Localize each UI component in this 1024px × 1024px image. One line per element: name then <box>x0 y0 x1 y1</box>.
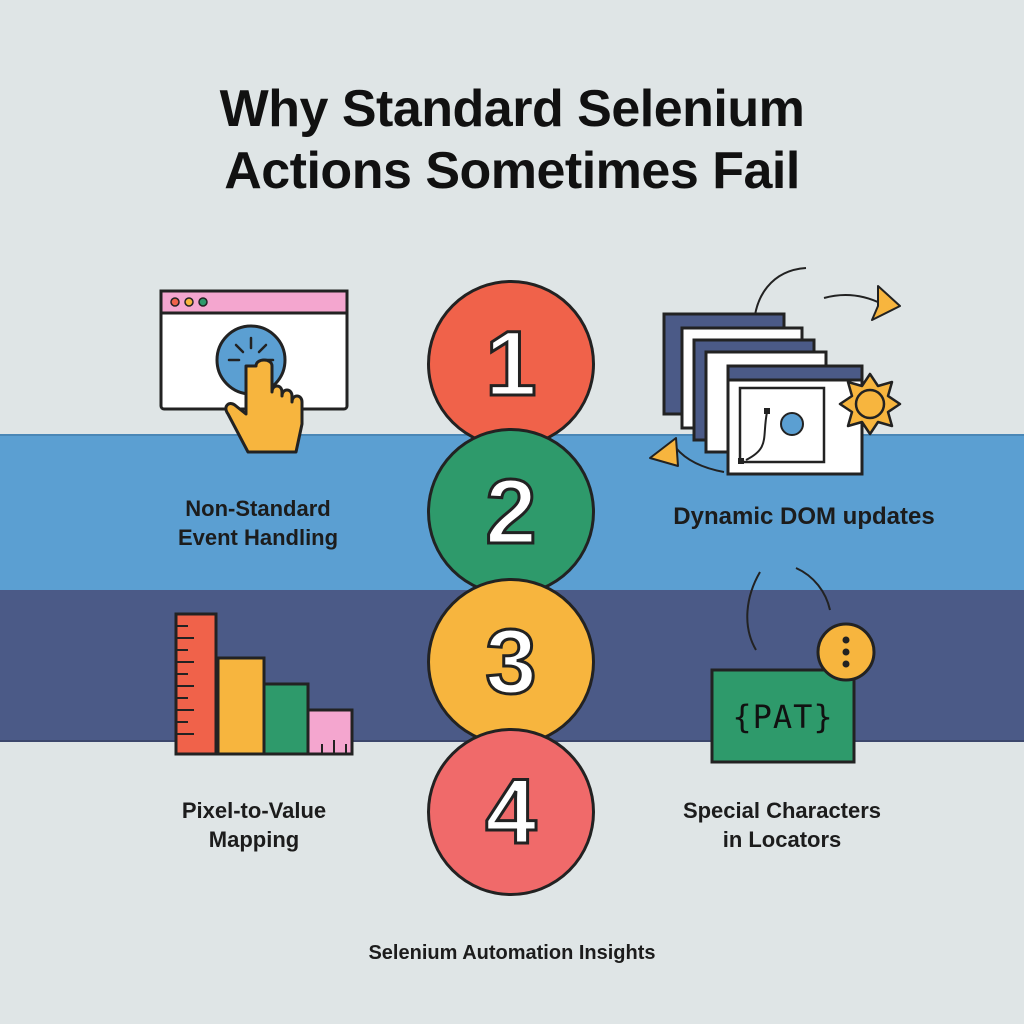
title-line-2: Actions Sometimes Fail <box>224 142 800 200</box>
footer-text: Selenium Automation Insights <box>368 942 656 964</box>
step-circle-4: 4 <box>427 728 595 896</box>
pointer-click-icon <box>159 289 349 454</box>
step-circle-3: 3 <box>427 578 595 746</box>
label-special-characters: Special Characters in Locators <box>682 798 882 852</box>
bar-ruler-icon <box>174 612 354 756</box>
label-dom-updates: Dynamic DOM updates <box>673 503 935 530</box>
label-event-handling: Non-Standard Event Handling <box>177 496 339 550</box>
code-tag-icon <box>710 567 876 764</box>
label-pixel-mapping: Pixel-to-Value Mapping <box>181 798 327 852</box>
stacked-windows-icon <box>649 267 902 476</box>
step-circle-1: 1 <box>427 280 595 448</box>
step-circle-2: 2 <box>427 428 595 596</box>
code-tag-text: {PAT} <box>732 698 834 736</box>
page-title: Why Standard Selenium Actions Sometimes … <box>0 78 1024 202</box>
title-line-1: Why Standard Selenium <box>219 80 805 138</box>
